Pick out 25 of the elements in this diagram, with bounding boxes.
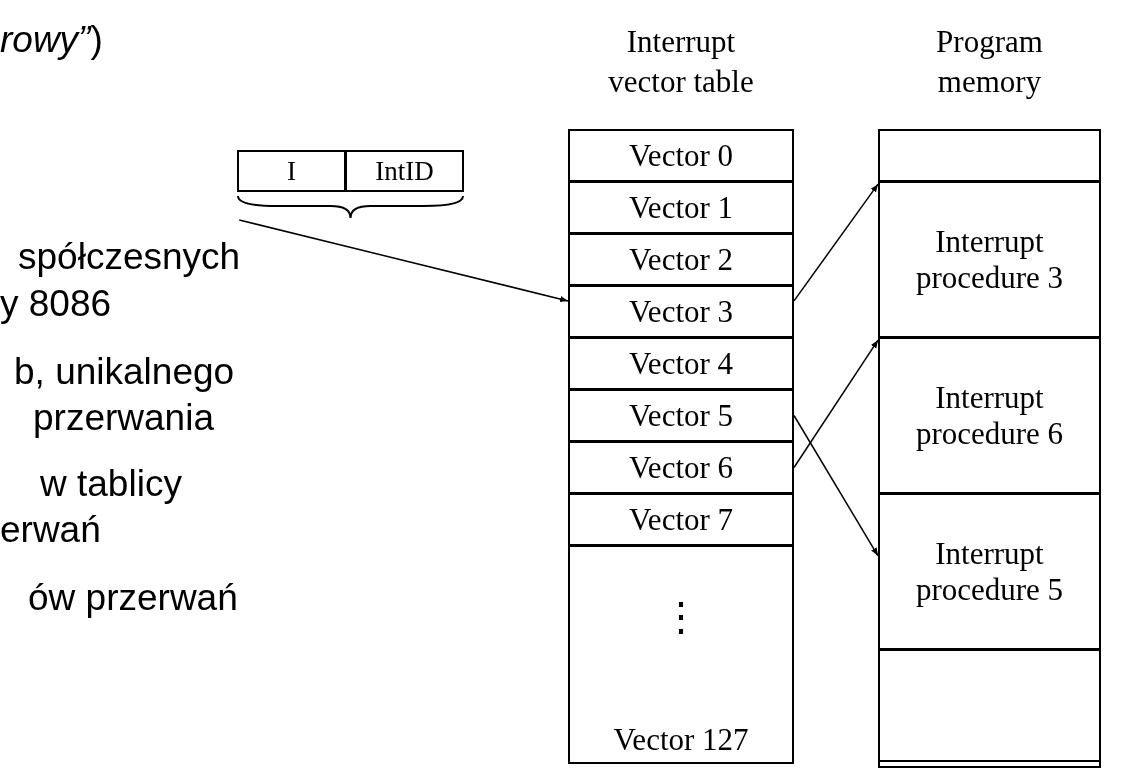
arrow (793, 414, 879, 557)
table-cell: Vector 7 (568, 493, 794, 546)
arrow (793, 339, 879, 469)
column-heading: Program memory (935, 23, 1044, 101)
slide-text: rowy”) (0, 18, 103, 62)
table-cell: Interrupt procedure 6 (878, 337, 1101, 494)
slide-text: spółczesnych (18, 235, 241, 279)
slide-text: b, unikalnego (14, 350, 235, 394)
table-cell: Interrupt procedure 3 (878, 181, 1101, 338)
table-cell: Vector 4 (568, 337, 794, 390)
arrow (793, 183, 879, 302)
table-cell: Vector 3 (568, 285, 794, 338)
slide-text: y 8086 (0, 282, 112, 326)
slide-text: ów przerwań (28, 576, 238, 620)
memory-cell (878, 649, 1101, 762)
slide-text: przerwania (33, 396, 214, 440)
table-cell: Vector 5 (568, 389, 794, 442)
table-cell: Vector 1 (568, 181, 794, 234)
table-cell: Vector 2 (568, 233, 794, 286)
table-cell: Vector 6 (568, 441, 794, 494)
table-cell: Interrupt procedure 5 (878, 493, 1101, 650)
slide-text: erwań (0, 508, 101, 552)
slide-text: w tablicy (40, 462, 182, 506)
column-heading: Interrupt vector table (607, 23, 755, 101)
arrow (238, 219, 569, 303)
